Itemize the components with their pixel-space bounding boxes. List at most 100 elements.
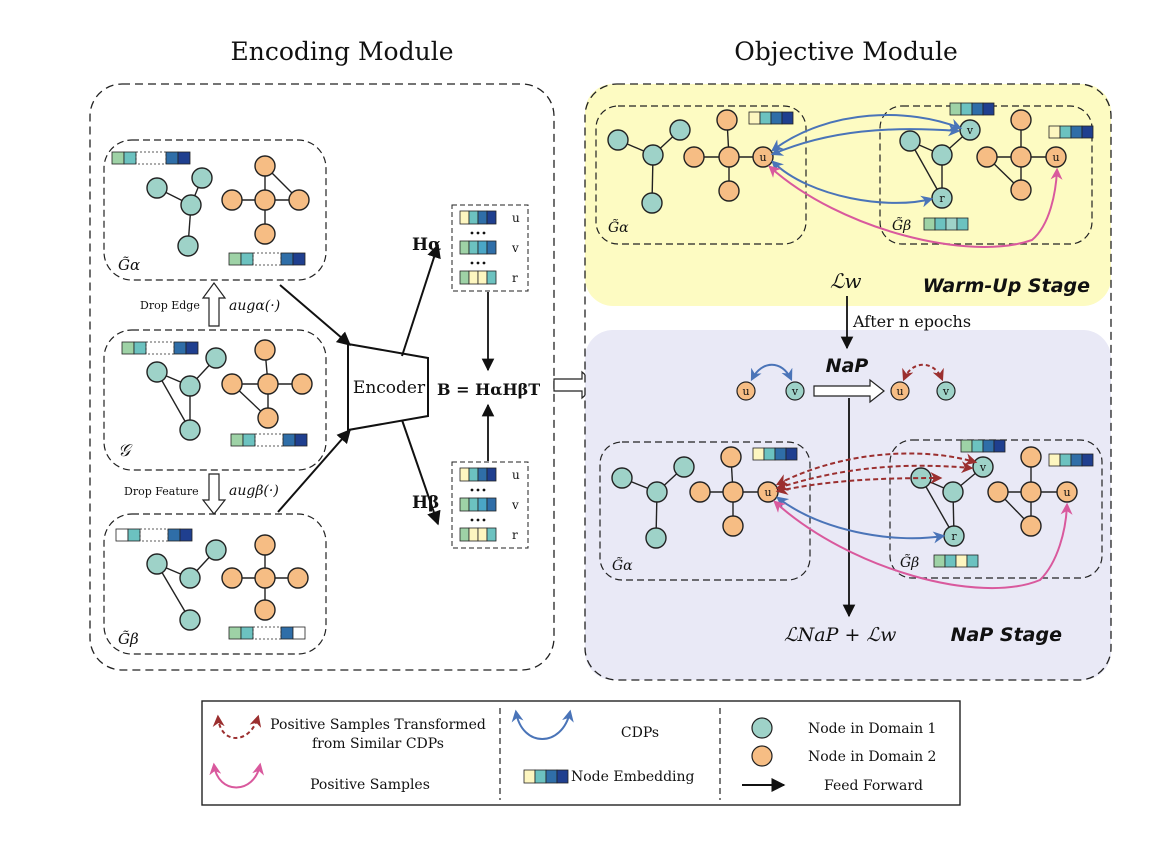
node-u-label: u (764, 486, 771, 499)
encoding-module-title: Encoding Module (231, 37, 454, 66)
domain2-node (221, 567, 243, 589)
node-r-label: r (951, 530, 957, 543)
cdp-arrow (750, 363, 793, 382)
node-u-label: u (759, 151, 766, 164)
embedding-strip (228, 252, 306, 266)
domain2-node (291, 373, 313, 395)
domain1-node (179, 419, 201, 441)
legend-transformed-line1: Positive Samples Transformed (270, 717, 486, 733)
embedding-strip (752, 447, 798, 461)
legend-transformed-icon (212, 714, 262, 739)
domain1-node (191, 167, 213, 189)
warmup-stage-label: Warm-Up Stage (923, 275, 1090, 297)
aug-beta-arrow (201, 473, 227, 515)
node-u-label: u (1063, 486, 1070, 499)
legend-positive-label: Positive Samples (310, 777, 430, 793)
legend-feed-forward-label: Feed Forward (824, 778, 923, 794)
transformed-positive-arrow (775, 461, 974, 491)
graph-original-box (103, 329, 327, 471)
nap-graph-alpha (611, 446, 779, 549)
aug-alpha-label: augα(·) (229, 298, 280, 314)
after-epochs-label: After n epochs (852, 312, 971, 331)
cdp-arrow (770, 124, 961, 156)
g-beta-label: G̃β (900, 553, 919, 571)
legend-box (201, 700, 961, 806)
domain1-node (180, 194, 202, 216)
graph-original (146, 339, 313, 441)
domain2-node (254, 189, 276, 211)
embedding-strip (933, 439, 1094, 568)
feed-forward-arrow (277, 428, 351, 513)
loss-total-label: ℒNaP + ℒw (784, 624, 896, 646)
aug-alpha-arrow (201, 281, 227, 327)
encoding-module-frame (89, 83, 555, 671)
loss-w-label: ℒw (830, 269, 862, 293)
domain1-node (936, 381, 956, 401)
embedding-strip (228, 626, 306, 640)
domain1-node (179, 609, 201, 631)
domain2-node (254, 567, 276, 589)
domain1-node (146, 177, 168, 199)
legend-cdp-label: CDPs (621, 725, 659, 741)
row-label-u: u (512, 211, 520, 225)
nap-label: NaP (826, 355, 869, 377)
ellipsis-dots (470, 231, 486, 522)
domain2-node (287, 567, 309, 589)
domain2-node (890, 381, 910, 401)
legend-domain1-node (751, 717, 773, 739)
feed-forward-arrow (401, 243, 441, 357)
graph-beta (146, 534, 309, 631)
nap-stage-label: NaP Stage (951, 624, 1062, 646)
warmup-graph-alpha (607, 109, 774, 214)
embedding-strip (111, 151, 191, 165)
domain1-node (146, 553, 168, 575)
node-v-label: v (979, 461, 987, 474)
domain2-node (736, 381, 756, 401)
embedding-strip (923, 102, 1094, 231)
domain2-node (257, 407, 279, 429)
node-u-label: u (742, 385, 749, 398)
b-formula: B = HαHβT (437, 380, 540, 399)
nap-transform-arrow (813, 378, 885, 404)
node-u-label: u (1052, 151, 1059, 164)
graph-alpha-box (103, 139, 327, 281)
legend-embedding-icon (523, 769, 569, 784)
h-beta-label: Hβ (412, 493, 439, 513)
positive-arrow (773, 500, 1073, 590)
aug-beta-label: augβ(·) (229, 483, 279, 499)
domain2-node (254, 599, 276, 621)
domain1-node (179, 375, 201, 397)
legend-domain2-label: Node in Domain 2 (808, 749, 936, 765)
domain1-node (785, 381, 805, 401)
legend-transformed-line2: from Similar CDPs (312, 736, 444, 752)
h-alpha-label: Hα (412, 235, 441, 255)
row-label-v: v (511, 498, 519, 512)
embedding-strip (230, 433, 308, 447)
objective-module-title: Objective Module (734, 37, 958, 66)
feed-forward-arrow (279, 284, 352, 346)
feed-forward-arrow (401, 419, 441, 526)
legend-domain1-label: Node in Domain 1 (808, 721, 936, 737)
transformed-positive-arrow (775, 472, 943, 495)
legend-domain2-node (751, 745, 773, 767)
graph-beta-label: G̃β (118, 630, 139, 648)
domain2-node (221, 373, 243, 395)
graph-original-label: 𝒢 (118, 441, 133, 461)
graph-alpha-label: G̃α (118, 256, 140, 274)
h-beta-rows (459, 467, 497, 542)
node-v-label: v (966, 124, 974, 137)
h-alpha-rows (459, 210, 497, 285)
drop-edge-label: Drop Edge (140, 299, 200, 312)
domain2-node (254, 155, 276, 177)
h-beta-box (451, 461, 529, 549)
domain1-node (205, 539, 227, 561)
domain2-node (288, 189, 310, 211)
legend-positive-icon (209, 762, 264, 789)
objective-module-frame (584, 83, 1112, 681)
domain1-node (146, 361, 168, 383)
row-label-r: r (512, 271, 518, 285)
graph-beta-box (103, 513, 327, 655)
domain1-node (179, 567, 201, 589)
node-r-label: r (939, 192, 945, 205)
